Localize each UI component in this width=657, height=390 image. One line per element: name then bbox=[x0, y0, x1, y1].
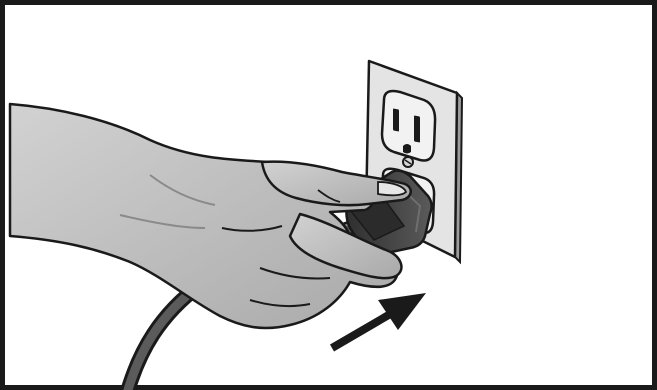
outlet-slot-left bbox=[393, 108, 399, 131]
outlet-ground-hole bbox=[403, 144, 411, 154]
outlet-slot-right bbox=[414, 115, 420, 142]
